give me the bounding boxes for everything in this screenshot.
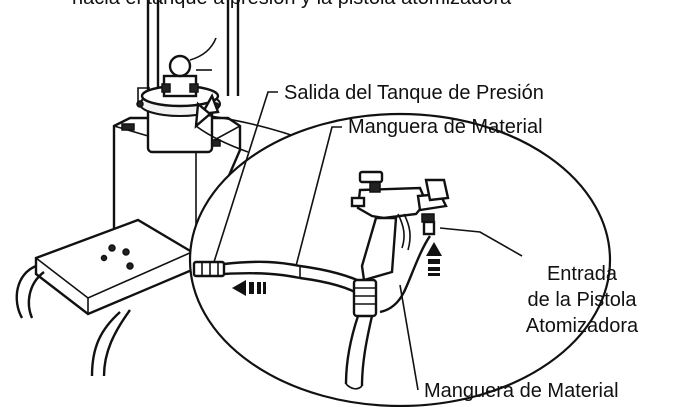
gun-inlet-label-line1: Entrada: [547, 263, 618, 285]
pressure-tank: [136, 37, 221, 154]
leader-lines: [213, 91, 523, 391]
zoom-callout-arrow-icon: [194, 93, 301, 153]
gun-inlet-label-line2: de la Pistola: [528, 289, 638, 311]
flow-arrow-left-icon: [232, 280, 266, 296]
flow-arrow-up-icon: [426, 242, 442, 276]
pressure-tank-stand: [15, 0, 242, 377]
tank-outlet-fitting: [192, 260, 226, 278]
material-hose-label-bottom: Manguera de Material: [424, 380, 619, 402]
spray-gun: [344, 170, 450, 390]
tank-outlet-label: Salida del Tanque de Presión: [284, 82, 544, 104]
material-hose-label-top: Manguera de Material: [348, 116, 543, 138]
gun-inlet-label-line3: Atomizadora: [526, 315, 639, 337]
detail-circle: [188, 112, 612, 407]
header-text: hacia el tanque a presión y la pistola a…: [72, 0, 512, 9]
